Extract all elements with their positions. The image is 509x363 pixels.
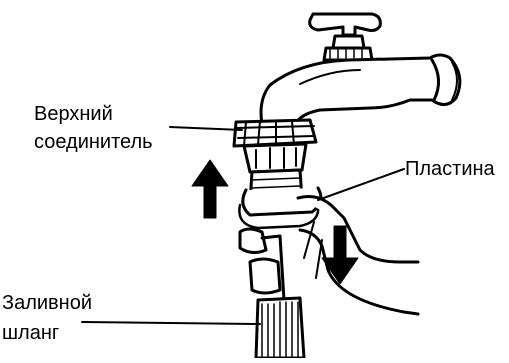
- upper-connector-label-line2: соединитель: [34, 130, 153, 154]
- plate-leader: [318, 169, 404, 200]
- tap-body: [261, 55, 460, 124]
- inlet-hose-label-line2: шланг: [2, 321, 59, 345]
- inlet-hose-label-line1: Заливной: [2, 291, 92, 315]
- upper-connector-leader: [170, 127, 242, 130]
- arrow-up-icon: [192, 160, 228, 218]
- plate-label: Пластина: [405, 157, 495, 181]
- upper-connector-label-line1: Верхний: [34, 102, 113, 126]
- upper-connector-part: [234, 120, 316, 172]
- tap-handle: [310, 14, 381, 60]
- inlet-hose-part: [256, 298, 304, 358]
- inlet-hose-leader: [82, 322, 260, 324]
